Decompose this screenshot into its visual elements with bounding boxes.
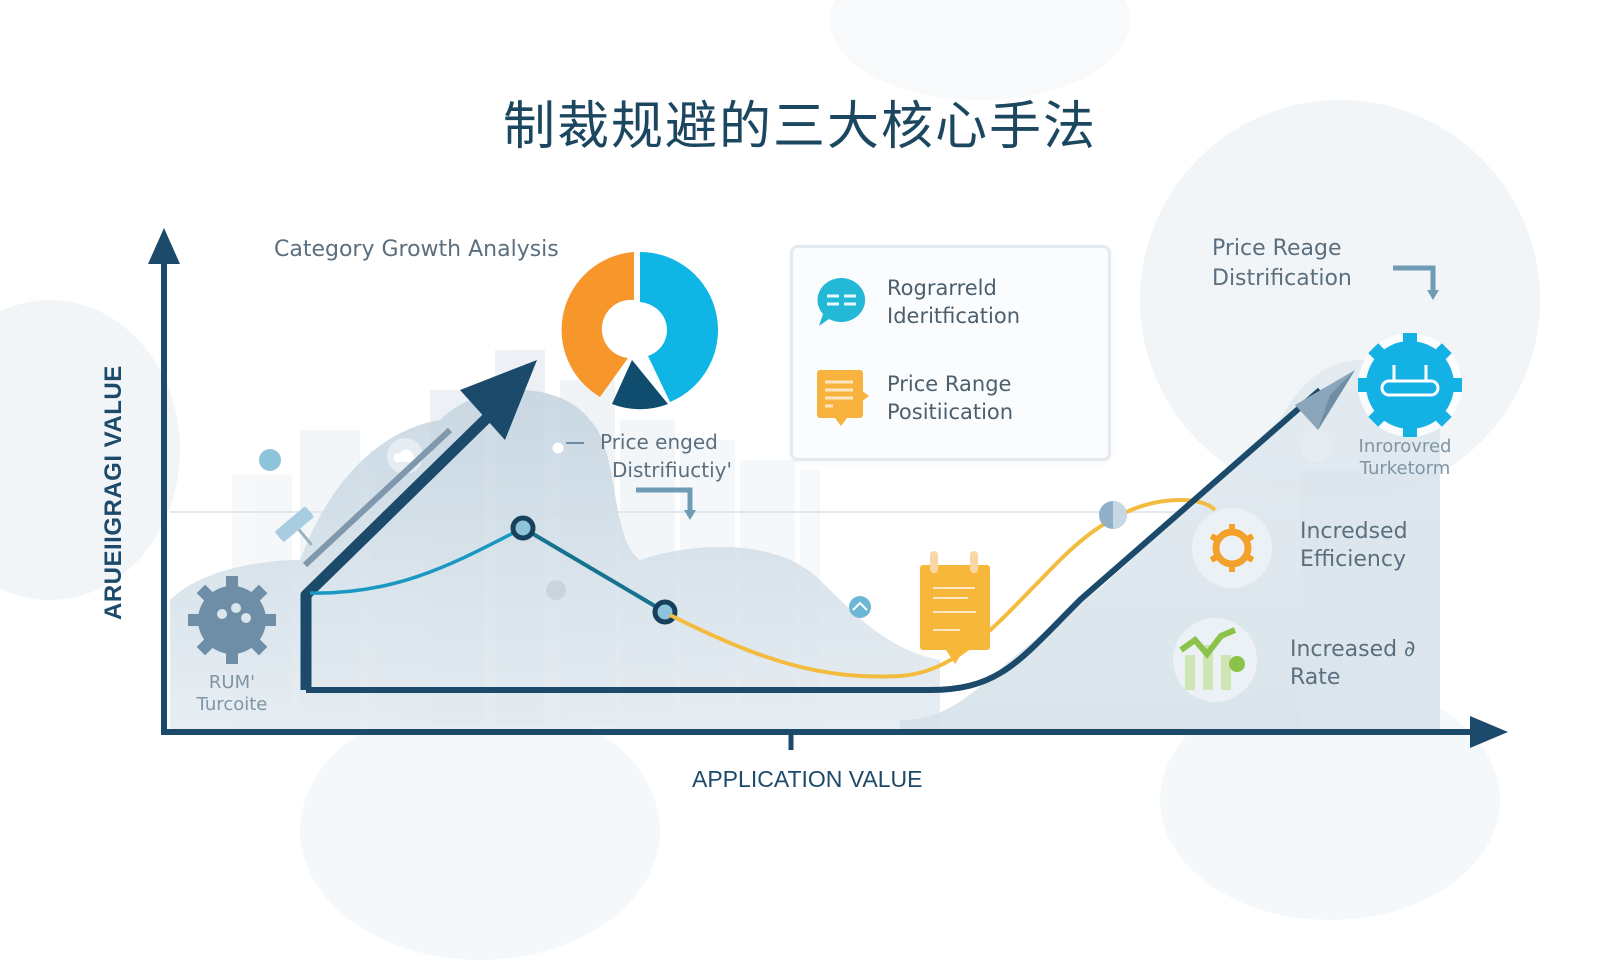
tool-icon — [1300, 430, 1332, 462]
page-title: 制裁规避的三大核心手法 — [502, 97, 1097, 157]
area-hill — [170, 390, 940, 730]
bent-arrow-icon — [1393, 265, 1436, 292]
price-enged-line1: Price enged — [600, 430, 718, 454]
growth-arrow — [300, 411, 494, 690]
rum-line1: RUM' — [208, 672, 256, 693]
dot-icon — [259, 449, 281, 471]
rum-label: RUM' Turcoite — [186, 672, 278, 716]
card-item-line1: Price Range — [887, 372, 1012, 396]
teal-line — [309, 526, 524, 595]
efficiency-label: Incredsed Efficiency — [1300, 518, 1408, 574]
card-item-text: Rograrreld Ideritfication — [887, 274, 1020, 330]
price-reage-label: Price Reage Distrification — [1212, 234, 1352, 294]
y-axis-label: ARUEIIGRAGI VALUE — [100, 365, 127, 620]
growth-chart-icon — [1173, 618, 1257, 702]
efficiency-line1: Incredsed — [1300, 519, 1408, 544]
rate-label: Increased ∂ Rate — [1290, 636, 1415, 692]
data-point — [652, 599, 678, 625]
bent-arrow-icon — [636, 487, 693, 512]
rate-line1: Increased ∂ — [1290, 637, 1416, 662]
dot-icon — [546, 580, 566, 600]
chevron-up-icon — [849, 596, 871, 618]
price-reage-line1: Price Reage — [1212, 236, 1342, 261]
price-enged-line2: Distrifiuctiy' — [612, 458, 732, 482]
price-enged-label: Price enged Distrifiuctiy' — [600, 428, 732, 484]
yellow-line — [669, 497, 1217, 679]
card-item-line2: Positiication — [887, 400, 1014, 424]
category-growth-label: Category Growth Analysis — [274, 237, 559, 262]
card-item-line1: Rograrreld — [887, 276, 997, 300]
improved-line2: Turketorm — [1359, 458, 1451, 479]
gear-icon — [188, 576, 276, 664]
improved-line1: Inrorovred — [1358, 436, 1452, 457]
card-item-text: Price Range Positiication — [887, 370, 1013, 426]
info-card: Rograrreld Ideritfication Price Range Po… — [790, 245, 1111, 461]
efficiency-line2: Efficiency — [1300, 547, 1406, 572]
price-reage-line2: Distrification — [1212, 266, 1352, 291]
trend-line — [306, 387, 1322, 693]
improved-label: Inrorovred Turketorm — [1350, 436, 1460, 480]
data-point — [510, 515, 536, 541]
router-gear-icon — [1358, 333, 1462, 437]
x-axis-arrow — [1470, 716, 1508, 748]
chat-bubble-icon — [817, 277, 866, 326]
rum-line2: Turcoite — [196, 694, 268, 715]
document-note-icon — [817, 370, 869, 426]
rate-line2: Rate — [1290, 665, 1341, 690]
y-axis-arrow — [148, 228, 180, 264]
card-item-identification: Rograrreld Ideritfication — [813, 274, 1020, 330]
roller-icon — [275, 506, 314, 546]
chart-illustration — [148, 228, 1508, 750]
card-item-price-range: Price Range Positiication — [813, 366, 1013, 430]
x-axis-label: APPLICATION VALUE — [692, 766, 923, 792]
card-item-line2: Ideritfication — [887, 304, 1021, 328]
gear-icon — [1192, 508, 1272, 588]
donut-chart — [561, 252, 718, 410]
clipboard-icon — [920, 551, 990, 664]
